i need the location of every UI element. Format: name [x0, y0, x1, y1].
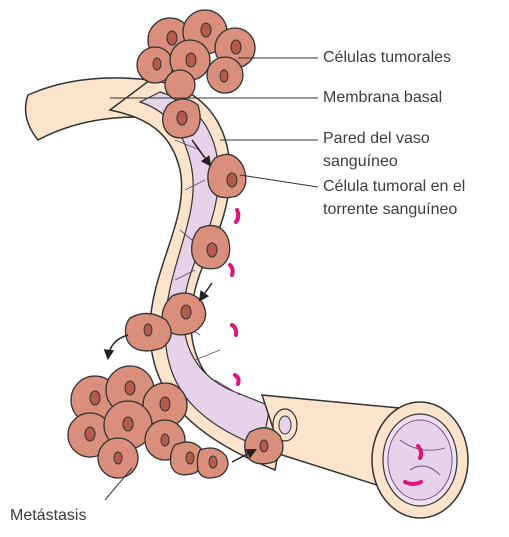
label-basement-membrane: Membrana basal — [323, 87, 442, 109]
label-tumor-cells: Células tumorales — [323, 47, 451, 69]
red-blood-cells — [230, 210, 239, 384]
label-bloodstream-cell-line1: Célula tumoral en el — [323, 176, 465, 198]
label-vessel-wall-line1: Pared del vaso — [323, 128, 430, 150]
right-vessel-segment — [262, 395, 468, 518]
label-bloodstream-cell-line2: torrente sanguíneo — [323, 199, 457, 221]
label-metastasis: Metástasis — [10, 505, 86, 527]
label-vessel-wall-line2: sanguíneo — [323, 151, 398, 173]
